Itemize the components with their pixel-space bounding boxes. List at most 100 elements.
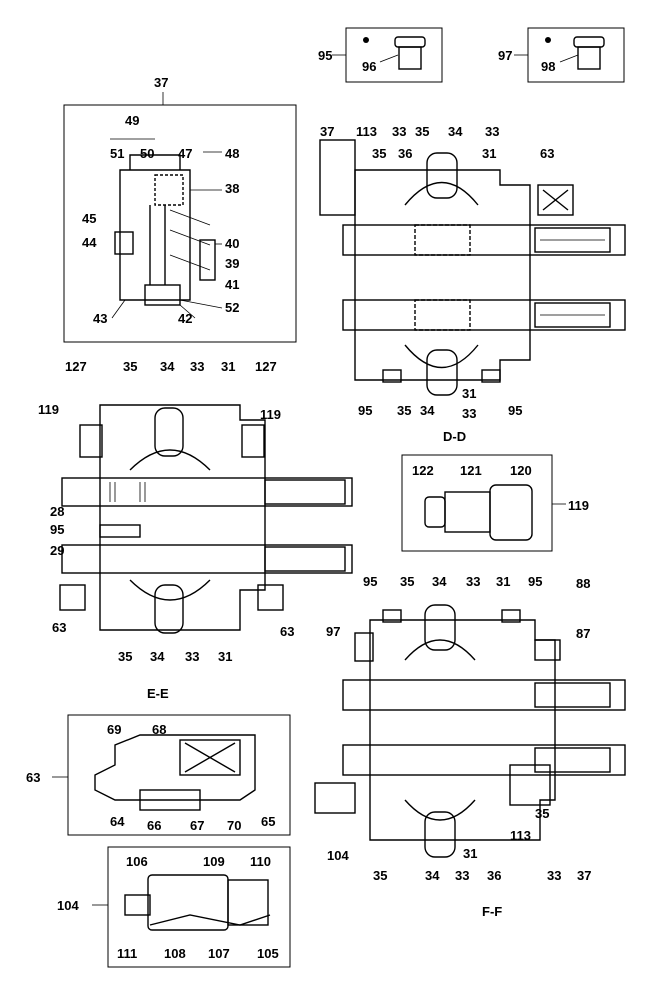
callout-43: 43 bbox=[93, 311, 107, 326]
callout-35-ff-c: 35 bbox=[373, 868, 387, 883]
callout-70: 70 bbox=[227, 818, 241, 833]
callout-51: 51 bbox=[110, 146, 124, 161]
callout-127-ee-a: 127 bbox=[65, 359, 87, 374]
callout-63-detail: 63 bbox=[26, 770, 40, 785]
callout-35-dd-a: 35 bbox=[415, 124, 429, 139]
callout-31-ee-b: 31 bbox=[218, 649, 232, 664]
callout-95-ff-a: 95 bbox=[363, 574, 377, 589]
section-d-d: 37 113 33 35 34 33 35 36 31 63 95 35 34 … bbox=[319, 124, 626, 444]
callout-29-ee: 29 bbox=[50, 543, 64, 558]
callout-42: 42 bbox=[178, 311, 192, 326]
callout-127-ee-b: 127 bbox=[255, 359, 277, 374]
callout-119-detail: 119 bbox=[568, 498, 589, 513]
detail-63: 63 69 68 64 66 67 70 65 bbox=[26, 714, 291, 836]
callout-31-ee-a: 31 bbox=[221, 359, 235, 374]
callout-95: 95 bbox=[318, 48, 332, 63]
callout-97: 97 bbox=[498, 48, 512, 63]
callout-49: 49 bbox=[125, 113, 139, 128]
section-label-d-d: D-D bbox=[443, 429, 466, 444]
callout-52: 52 bbox=[225, 300, 239, 315]
callout-66: 66 bbox=[147, 818, 161, 833]
callout-63-ee-a: 63 bbox=[52, 620, 66, 635]
callout-120: 120 bbox=[510, 463, 532, 478]
section-e-e: 127 35 34 33 31 127 119 119 28 95 29 63 … bbox=[38, 359, 353, 701]
callout-35-ff-a: 35 bbox=[400, 574, 414, 589]
callout-34-ee-a: 34 bbox=[160, 359, 175, 374]
callout-33-dd-a: 33 bbox=[392, 124, 406, 139]
callout-104-detail: 104 bbox=[57, 898, 79, 913]
callout-64: 64 bbox=[110, 814, 125, 829]
callout-113-ff: 113 bbox=[510, 828, 531, 843]
detail-37: 37 49 51 50 47 48 38 45 44 40 39 41 52 4… bbox=[63, 75, 297, 343]
callout-119-ee-b: 119 bbox=[260, 407, 281, 422]
callout-33-ee-a: 33 bbox=[190, 359, 204, 374]
callout-37-dd: 37 bbox=[320, 124, 334, 139]
callout-97-ff: 97 bbox=[326, 624, 340, 639]
plug-detail-97: 97 98 bbox=[498, 27, 625, 83]
callout-34-ee-b: 34 bbox=[150, 649, 165, 664]
section-label-f-f: F-F bbox=[482, 904, 502, 919]
callout-31-ff-b: 31 bbox=[463, 846, 477, 861]
callout-37-ff: 37 bbox=[577, 868, 591, 883]
callout-108: 108 bbox=[164, 946, 186, 961]
callout-35-ee-a: 35 bbox=[123, 359, 137, 374]
callout-34-ff-b: 34 bbox=[425, 868, 440, 883]
callout-36-ff: 36 bbox=[487, 868, 501, 883]
callout-88-ff: 88 bbox=[576, 576, 590, 591]
callout-31-dd-b: 31 bbox=[462, 386, 476, 401]
callout-33-dd-b: 33 bbox=[485, 124, 499, 139]
callout-35-ee-b: 35 bbox=[118, 649, 132, 664]
callout-69: 69 bbox=[107, 722, 121, 737]
callout-45: 45 bbox=[82, 211, 96, 226]
callout-107: 107 bbox=[208, 946, 230, 961]
callout-38: 38 bbox=[225, 181, 239, 196]
callout-34-dd: 34 bbox=[448, 124, 463, 139]
callout-122: 122 bbox=[412, 463, 434, 478]
callout-35-dd-b: 35 bbox=[372, 146, 386, 161]
callout-36-dd: 36 bbox=[398, 146, 412, 161]
callout-121: 121 bbox=[460, 463, 482, 478]
plug-detail-95: 95 96 bbox=[318, 27, 443, 83]
callout-47: 47 bbox=[178, 146, 192, 161]
callout-95-dd-b: 95 bbox=[508, 403, 522, 418]
callout-65: 65 bbox=[261, 814, 275, 829]
callout-31-dd-a: 31 bbox=[482, 146, 496, 161]
callout-48: 48 bbox=[225, 146, 239, 161]
callout-111: 111 bbox=[117, 946, 137, 961]
callout-95-ff-b: 95 bbox=[528, 574, 542, 589]
callout-105: 105 bbox=[257, 946, 279, 961]
detail-104: 104 106 109 110 111 108 107 105 bbox=[57, 846, 291, 968]
callout-33-ff-c: 33 bbox=[547, 868, 561, 883]
callout-63-dd: 63 bbox=[540, 146, 554, 161]
callout-37: 37 bbox=[154, 75, 168, 90]
callout-104-ff: 104 bbox=[327, 848, 349, 863]
callout-33-ff-b: 33 bbox=[455, 868, 469, 883]
callout-50: 50 bbox=[140, 146, 154, 161]
callout-110: 110 bbox=[250, 854, 271, 869]
callout-95-ee: 95 bbox=[50, 522, 64, 537]
callout-119-ee-a: 119 bbox=[38, 402, 59, 417]
callout-31-ff-a: 31 bbox=[496, 574, 510, 589]
callout-34-dd-b: 34 bbox=[420, 403, 435, 418]
callout-96: 96 bbox=[362, 59, 376, 74]
callout-67: 67 bbox=[190, 818, 204, 833]
callout-95-dd-a: 95 bbox=[358, 403, 372, 418]
callout-109: 109 bbox=[203, 854, 225, 869]
callout-33-ff-a: 33 bbox=[466, 574, 480, 589]
callout-41: 41 bbox=[225, 277, 239, 292]
callout-44: 44 bbox=[82, 235, 97, 250]
callout-87-ff: 87 bbox=[576, 626, 590, 641]
callout-68: 68 bbox=[152, 722, 166, 737]
callout-28-ee: 28 bbox=[50, 504, 64, 519]
callout-33-dd-c: 33 bbox=[462, 406, 476, 421]
detail-119: 122 121 120 119 bbox=[401, 454, 589, 552]
callout-106: 106 bbox=[126, 854, 148, 869]
callout-113-dd: 113 bbox=[356, 124, 377, 139]
callout-35-ff-b: 35 bbox=[535, 806, 549, 821]
section-f-f: 95 35 34 33 31 95 88 97 87 104 35 31 113… bbox=[314, 574, 626, 919]
section-label-e-e: E-E bbox=[147, 686, 169, 701]
callout-35-dd-c: 35 bbox=[397, 403, 411, 418]
callout-34-ff-a: 34 bbox=[432, 574, 447, 589]
callout-33-ee-b: 33 bbox=[185, 649, 199, 664]
